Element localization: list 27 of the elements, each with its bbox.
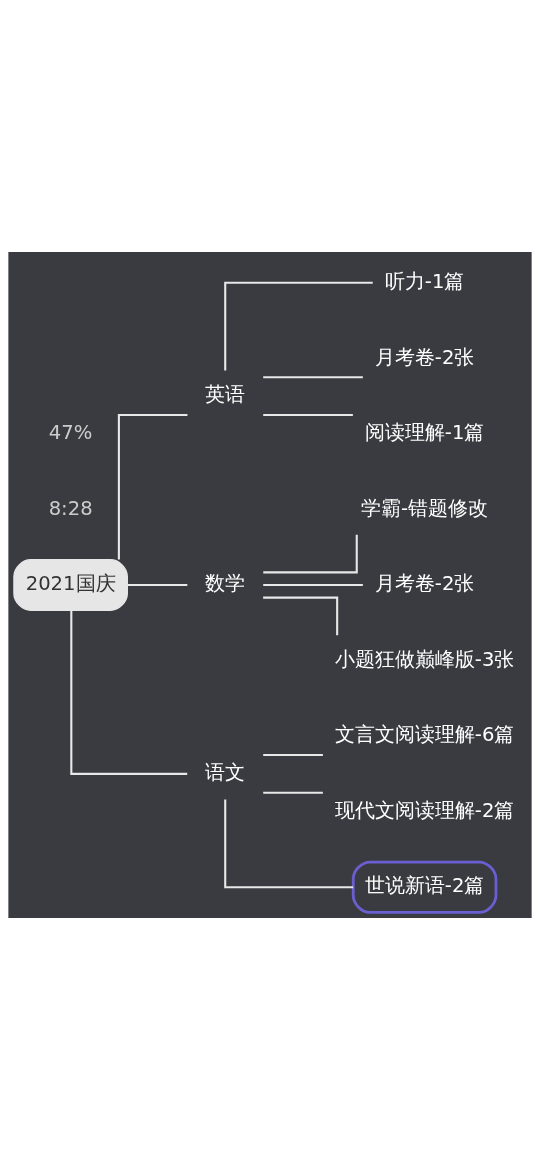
connector [224, 799, 354, 889]
node-box: 2021国庆 [13, 559, 128, 611]
connector [263, 596, 339, 636]
node-text: 现代文阅读理解-2篇 [334, 798, 515, 822]
connector [263, 583, 363, 587]
node-text: 学霸-错题修改 [361, 496, 489, 520]
node-box: 世说新语-2篇 [351, 860, 498, 914]
node-text: 数学 [205, 572, 246, 596]
connector [263, 791, 323, 794]
node-text: 阅读理解-1篇 [364, 421, 485, 445]
connector [263, 753, 323, 757]
connector [117, 413, 188, 560]
node-text: 月考卷-2张 [374, 572, 475, 596]
node-text: 听力-1篇 [384, 269, 465, 293]
connector [263, 376, 363, 379]
connector [70, 610, 188, 775]
connector [224, 281, 373, 371]
node-text: 小题狂做巅峰版-3张 [334, 647, 515, 671]
node-text: 月考卷-2张 [374, 345, 475, 369]
label: 8:28 [48, 496, 93, 520]
node-text: 语文 [205, 761, 246, 785]
node-text: 文言文阅读理解-6篇 [334, 723, 515, 747]
connector [263, 413, 353, 417]
connector [263, 534, 358, 574]
node-text: 英语 [205, 383, 246, 407]
connector [127, 583, 188, 587]
label: 47% [48, 421, 93, 445]
